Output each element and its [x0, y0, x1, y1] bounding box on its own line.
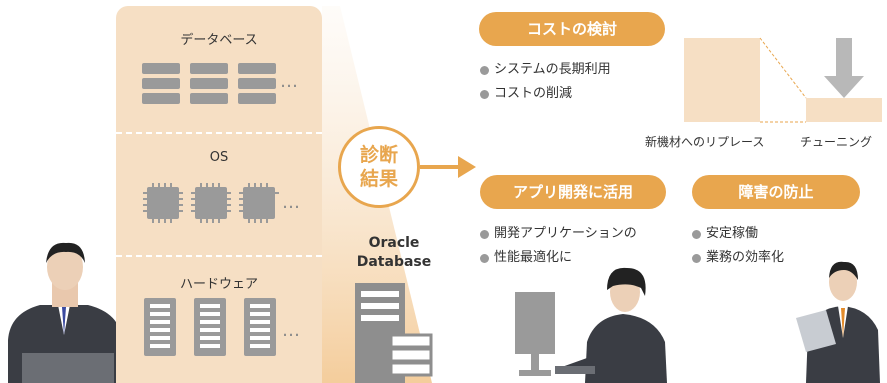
database-server-icon [355, 283, 433, 383]
oracle-database-label: Oracle Database [348, 234, 440, 272]
woman-at-computer-icon [515, 267, 667, 383]
diagnosis-result-badge: 診断 結果 [338, 126, 420, 208]
more-icon: … [282, 320, 301, 341]
server-rack-icon [144, 298, 276, 356]
businessman-laptop-icon [8, 242, 122, 383]
list-item: 安定稼働 [692, 222, 852, 246]
arrow-right-icon [420, 156, 476, 178]
database-block-icon [142, 63, 276, 104]
cost-bullet-list: システムの長期利用 コストの削減 [480, 58, 670, 106]
man-with-tablet-icon [796, 261, 880, 383]
layer-label-os: OS [209, 150, 229, 165]
pill-cost-review: コストの検討 [479, 12, 665, 46]
app-bullet-list: 開発アプリケーションの 性能最適化に [480, 222, 680, 270]
layer-label-hardware: ハードウェア [179, 277, 258, 292]
layer-divider [116, 255, 322, 257]
caption-tuning: チューニング [800, 135, 873, 149]
chip-icon [143, 183, 279, 223]
layer-divider [116, 132, 322, 134]
failure-bullet-list: 安定稼働 業務の効率化 [692, 222, 852, 270]
pill-app-development: アプリ開発に活用 [480, 175, 666, 209]
more-icon: … [282, 192, 301, 213]
diagnosis-line-2: 結果 [359, 168, 398, 190]
list-item: 開発アプリケーションの [480, 222, 680, 246]
list-item-text: 性能最適化に [494, 250, 573, 265]
layer-label-database: データベース [180, 33, 258, 48]
list-item: コストの削減 [480, 82, 670, 106]
pill-failure-prevention: 障害の防止 [692, 175, 860, 209]
cost-comparison-illustration [684, 37, 882, 123]
more-icon: … [280, 71, 299, 92]
list-item: システムの長期利用 [480, 58, 670, 82]
oracle-line-1: Oracle [368, 235, 420, 251]
list-item: 性能最適化に [480, 246, 680, 270]
caption-replace: 新機材へのリプレース [645, 135, 765, 149]
list-item: 業務の効率化 [692, 246, 852, 270]
diagnosis-line-1: 診断 [359, 144, 398, 166]
oracle-line-2: Database [356, 254, 432, 270]
